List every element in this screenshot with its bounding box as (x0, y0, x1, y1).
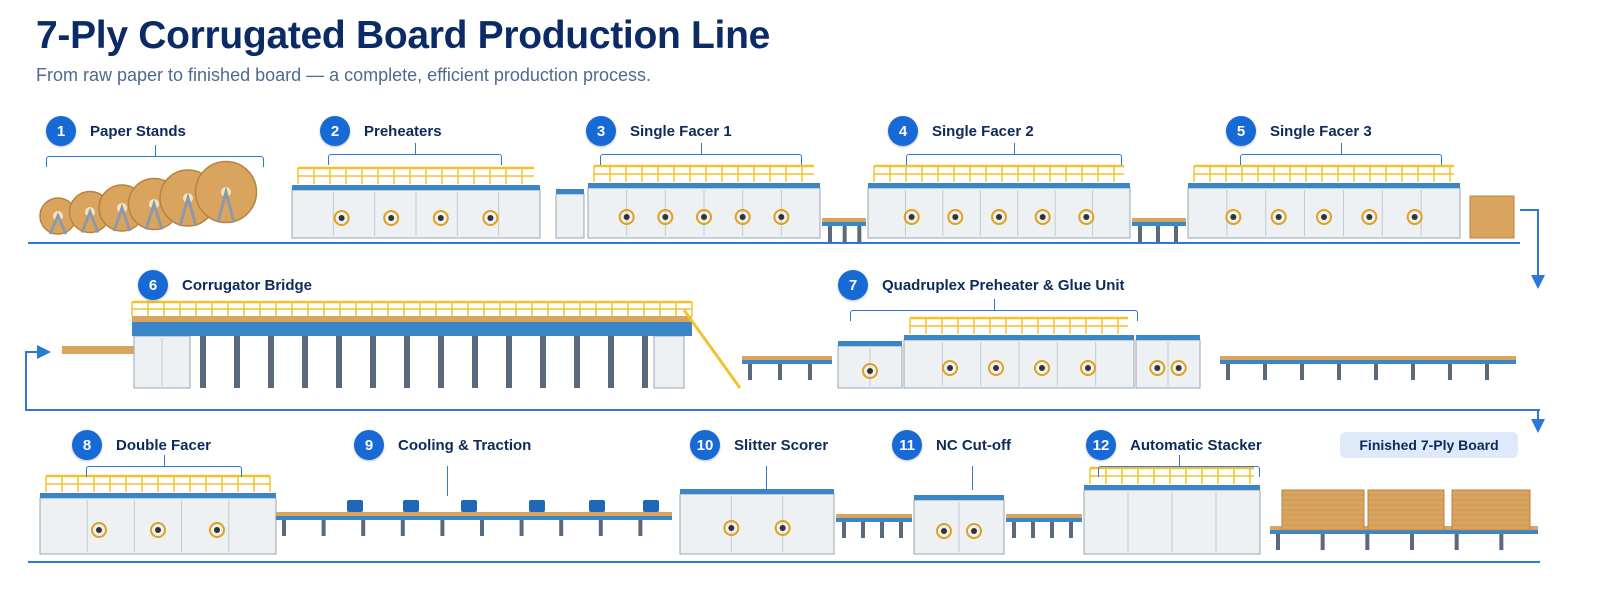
stage-12-bracket (1098, 455, 1260, 477)
stage-9-pointer (447, 466, 448, 496)
glue-applicator (1135, 335, 1201, 389)
stage-8-double-facer: 8 Double Facer (72, 430, 211, 460)
conveyor-belt (836, 518, 912, 522)
stage-label: Preheaters (364, 122, 442, 140)
stage-label: Single Facer 3 (1270, 122, 1372, 140)
stage-label: Single Facer 1 (630, 122, 732, 140)
finished-board-stack (1281, 489, 1365, 531)
stage-label: NC Cut-off (936, 436, 1011, 454)
double-facer-machine (39, 474, 277, 555)
automatic-stacker-machine (1083, 466, 1261, 555)
stage-10-pointer (766, 466, 767, 490)
conveyor-belt (1006, 518, 1082, 522)
stage-label: Automatic Stacker (1130, 436, 1262, 454)
process-flow-lines (25, 209, 1545, 563)
stage-1-bracket (46, 145, 264, 167)
stage-3-bracket (600, 143, 802, 165)
stage-number-badge: 6 (138, 270, 168, 300)
traction-motor (643, 500, 659, 512)
finished-board-stack (1367, 489, 1445, 531)
stage-label: Double Facer (116, 436, 212, 454)
stage-4-single-facer-2: 4 Single Facer 2 (888, 116, 1034, 146)
stage-number-badge: 11 (892, 430, 922, 460)
stage-number-badge: 3 (586, 116, 616, 146)
bridge-entry-unit (133, 331, 191, 389)
finished-board-stack (1451, 489, 1531, 531)
glue-unit-entry (837, 341, 903, 389)
board-stack (1469, 195, 1515, 239)
traction-motor (347, 500, 363, 512)
stage-11-pointer (972, 466, 973, 490)
nc-cut-off-machine (913, 495, 1005, 555)
stage-5-single-facer-3: 5 Single Facer 3 (1226, 116, 1372, 146)
single-facer-1-machine (587, 164, 821, 239)
stage-label: Quadruplex Preheater & Glue Unit (882, 276, 1125, 294)
stage-number-badge: 8 (72, 430, 102, 460)
corrugator-bridge-structure (62, 300, 742, 389)
stage-2-bracket (328, 143, 502, 165)
stage-6-corrugator-bridge: 6 Corrugator Bridge (138, 270, 312, 300)
conveyor-belt (1132, 222, 1186, 226)
stage-11-nc-cut-off: 11 NC Cut-off (892, 430, 1011, 460)
flow-arrow-row2-return (25, 345, 1540, 411)
bridge-exit-unit (653, 331, 685, 389)
stage-12-automatic-stacker: 12 Automatic Stacker (1086, 430, 1262, 460)
traction-motor (589, 500, 605, 512)
conveyor-belt (742, 360, 832, 364)
stage-5-bracket (1240, 143, 1442, 165)
single-facer-2-machine (867, 164, 1131, 239)
stage-1-paper-stands: 1 Paper Stands (46, 116, 186, 146)
flow-arrow-row1-to-row2 (1520, 209, 1545, 289)
conveyor-belt (1220, 360, 1516, 364)
stage-number-badge: 10 (690, 430, 720, 460)
stage-label: Single Facer 2 (932, 122, 1034, 140)
page-title: 7-Ply Corrugated Board Production Line (36, 14, 770, 57)
stage-7-quadruplex-preheater-glue-unit: 7 Quadruplex Preheater & Glue Unit (838, 270, 1125, 300)
stage-10-slitter-scorer: 10 Slitter Scorer (690, 430, 828, 460)
conveyor-belt (276, 516, 672, 520)
conveyor-belt (822, 222, 866, 226)
stage-number-badge: 1 (46, 116, 76, 146)
stage-number-badge: 4 (888, 116, 918, 146)
conveyor-belt (1270, 530, 1538, 534)
traction-motor (461, 500, 477, 512)
stage-4-bracket (906, 143, 1122, 165)
traction-motor (529, 500, 545, 512)
single-facer-3-machine (1187, 164, 1461, 239)
stage-label: Paper Stands (90, 122, 186, 140)
stage-label: Cooling & Traction (398, 436, 532, 454)
stage-label: Slitter Scorer (734, 436, 829, 454)
stage-number-badge: 9 (354, 430, 384, 460)
paper-roll-stands (39, 160, 258, 235)
slitter-scorer-machine (679, 489, 835, 555)
stage-8-bracket (86, 455, 242, 477)
preheater-machine (291, 166, 541, 239)
drive-unit (555, 189, 585, 239)
stage-number-badge: 7 (838, 270, 868, 300)
finished-board-label: Finished 7-Ply Board (1340, 432, 1518, 458)
stage-9-cooling-traction: 9 Cooling & Traction (354, 430, 531, 460)
stage-number-badge: 12 (1086, 430, 1116, 460)
stage-number-badge: 5 (1226, 116, 1256, 146)
page-subtitle: From raw paper to finished board — a com… (36, 65, 651, 85)
traction-motor (403, 500, 419, 512)
stage-number-badge: 2 (320, 116, 350, 146)
stage-2-preheaters: 2 Preheaters (320, 116, 442, 146)
stage-7-bracket (850, 299, 1138, 321)
stage-label: Corrugator Bridge (182, 276, 313, 294)
quadruplex-preheater-machine (903, 316, 1135, 389)
stairway (682, 309, 742, 389)
stage-3-single-facer-1: 3 Single Facer 1 (586, 116, 732, 146)
